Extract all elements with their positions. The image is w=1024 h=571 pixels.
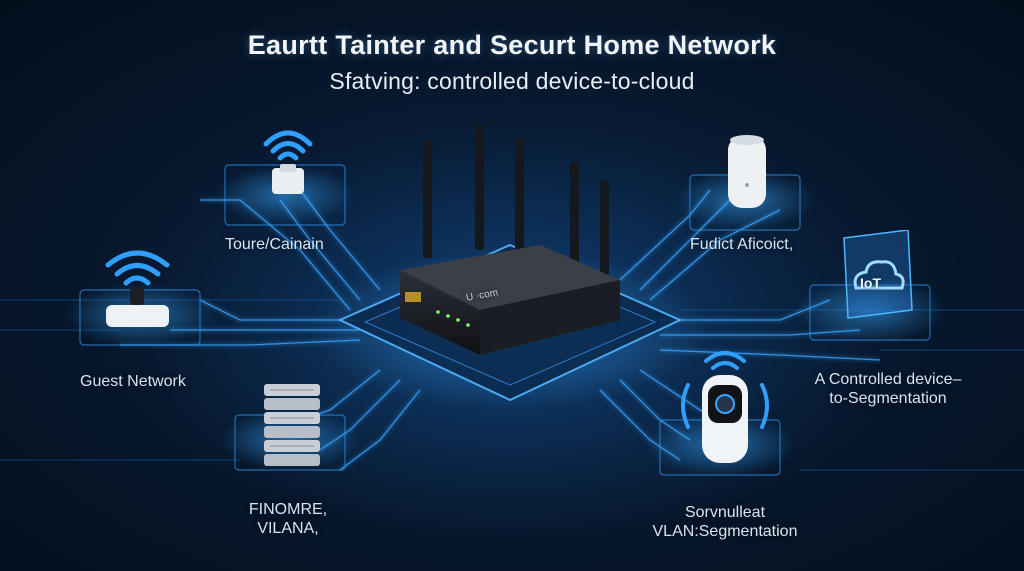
- node-label-guest: Guest Network: [80, 373, 186, 390]
- node-label-bottom-right: Sorvnulleat VLAN:Segmentation: [610, 503, 840, 541]
- label-line: to-Segmentation: [829, 390, 947, 407]
- wifi-router-icon: [100, 245, 175, 340]
- router-icon: [400, 125, 620, 355]
- smart-speaker-icon: [722, 130, 772, 220]
- wifi-hub-icon: [258, 120, 318, 205]
- label-line: FINOMRE,: [248, 501, 328, 518]
- label-line: VLAN:Segmentation: [652, 523, 798, 540]
- label-line: VILANA,: [257, 520, 319, 537]
- label-line: Sorvnulleat: [684, 504, 766, 521]
- node-label-top-right: Fudict Aficoict,: [690, 236, 794, 253]
- node-label-bottom-left: FINOMRE, VILANA,: [228, 500, 348, 538]
- camera-icon: [670, 345, 780, 475]
- page-subtitle: Sfatving: controlled device-to-cloud: [329, 68, 695, 94]
- iot-cloud-icon: IoT: [838, 229, 918, 330]
- page-title: Eaurtt Tainter and Securt Home Network: [247, 30, 777, 60]
- server-icon: [258, 378, 328, 478]
- node-label-top-left: Toure/Cainain: [225, 236, 324, 253]
- iot-badge: IoT: [860, 275, 881, 291]
- node-label-right: A Controlled device– to-Segmentation: [798, 370, 978, 408]
- label-line: A Controlled device–: [814, 371, 962, 388]
